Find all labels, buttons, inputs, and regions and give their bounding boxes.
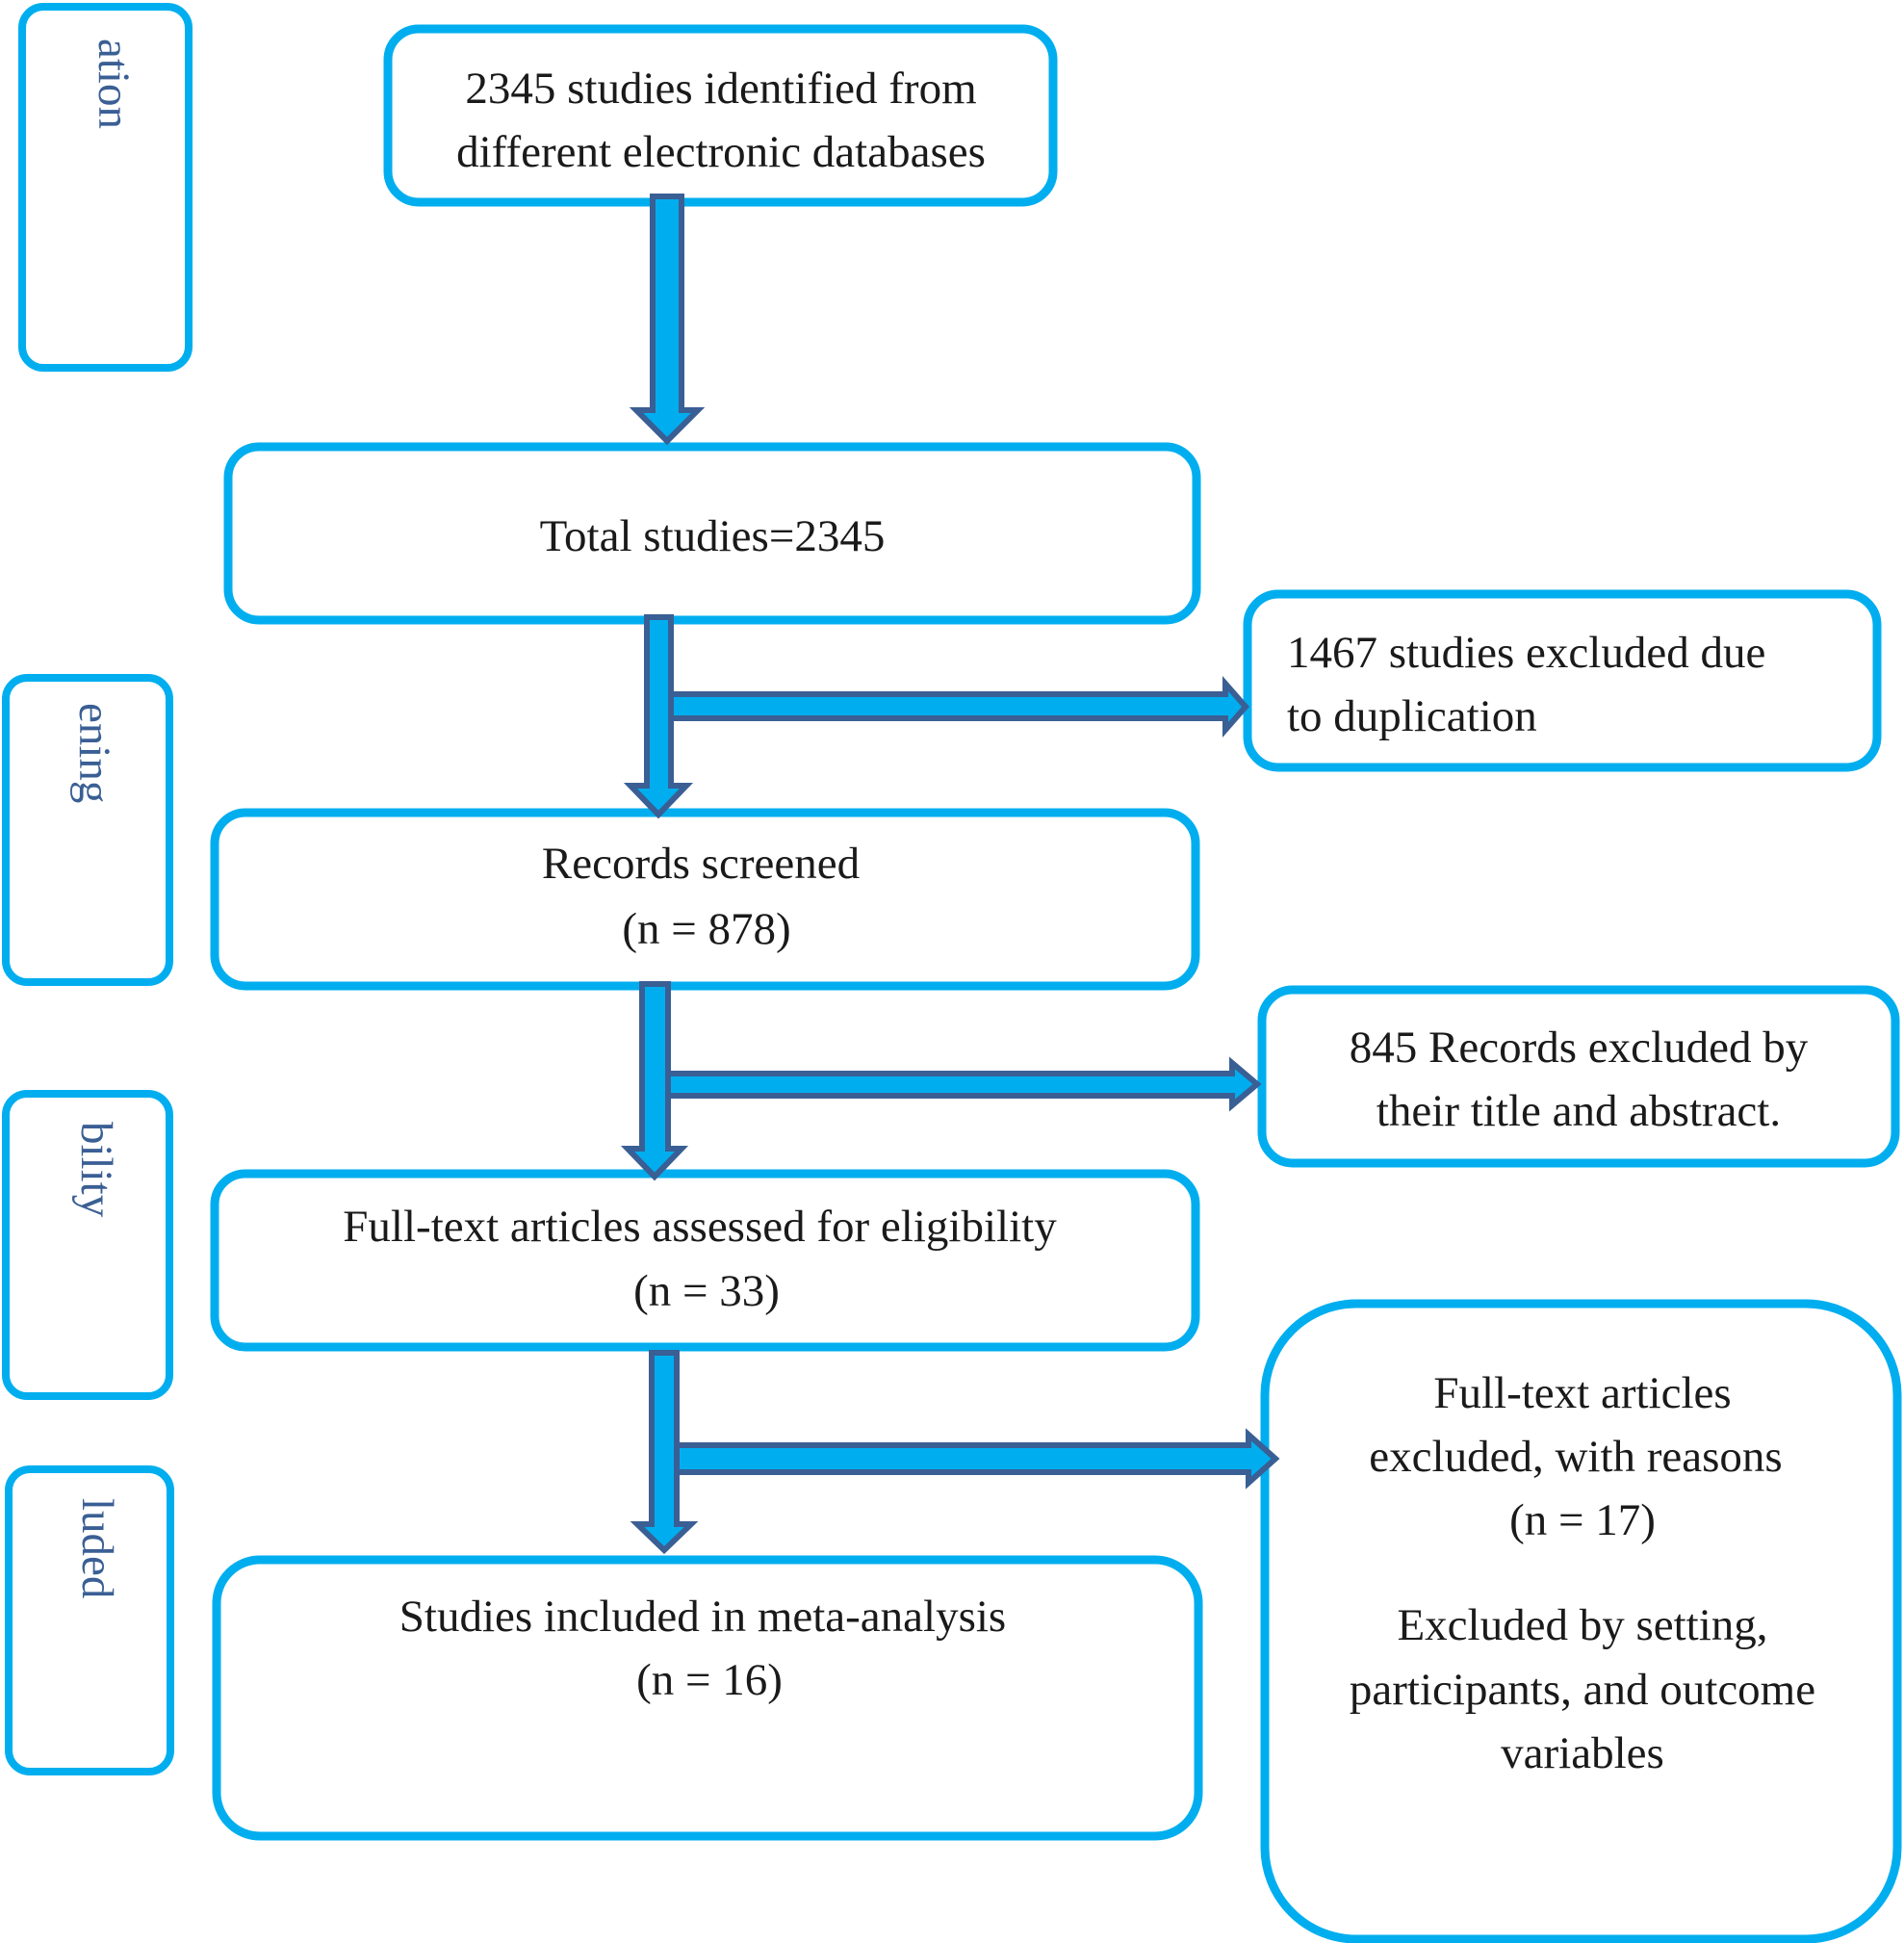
box-frame <box>1243 589 1882 772</box>
stage-label: bility <box>71 1122 121 1218</box>
box-line: to duplication <box>1287 691 1537 741</box>
box-line: Full-text articles assessed for eligibil… <box>343 1202 1057 1252</box>
box-line: 1467 studies excluded due <box>1287 628 1765 678</box>
arrow-down-total-to-screened <box>623 614 694 819</box>
stage-label: ening <box>69 703 119 803</box>
arrow-right-to-excluded-fulltext <box>674 1428 1280 1490</box>
box-identified: 2345 studies identified from different e… <box>383 24 1058 207</box>
box-frame <box>212 1555 1203 1841</box>
box-duplicates: 1467 studies excluded due to duplication <box>1243 589 1882 772</box>
arrow-down-eligibility-to-included <box>630 1350 699 1555</box>
box-line: (n = 17) <box>1509 1495 1656 1545</box>
stage-included: luded <box>5 1465 174 1775</box>
stage-box <box>2 674 173 986</box>
arrow-right-to-duplicates <box>668 676 1249 738</box>
box-frame <box>383 24 1058 207</box>
box-line: Total studies=2345 <box>540 511 886 561</box>
stage-label: ation <box>89 39 139 129</box>
box-frame <box>210 808 1200 991</box>
box-excluded-title: 845 Records excluded by their title and … <box>1257 985 1900 1168</box>
stage-box <box>5 1465 174 1775</box>
box-line: different electronic databases <box>456 127 986 177</box>
box-line: Full-text articles <box>1433 1368 1731 1418</box>
box-line: (n = 16) <box>636 1655 783 1705</box>
box-frame <box>1260 1299 1902 1943</box>
box-frame <box>210 1169 1200 1352</box>
box-total: Total studies=2345 <box>223 442 1201 625</box>
box-eligibility: Full-text articles assessed for eligibil… <box>210 1169 1200 1352</box>
box-included: Studies included in meta-analysis (n = 1… <box>212 1555 1203 1841</box>
arrow-right-to-excluded-title <box>665 1056 1262 1112</box>
box-line: 2345 studies identified from <box>465 64 976 114</box>
box-line: participants, and outcome <box>1350 1665 1815 1715</box>
box-frame <box>223 442 1201 625</box>
box-line: (n = 878) <box>622 904 790 954</box>
box-line: Excluded by setting, <box>1397 1600 1767 1650</box>
stage-box <box>2 1090 173 1400</box>
box-line: Studies included in meta-analysis <box>399 1592 1006 1642</box>
box-line: their title and abstract. <box>1377 1086 1781 1136</box>
box-excluded-fulltext: Full-text articles excluded, with reason… <box>1260 1299 1902 1943</box>
stage-label: luded <box>72 1498 122 1598</box>
box-line: 845 Records excluded by <box>1350 1023 1809 1073</box>
stage-screening: ening <box>2 674 173 986</box>
box-line: variables <box>1501 1728 1664 1778</box>
box-line: excluded, with reasons <box>1369 1432 1782 1482</box>
box-line: Records screened <box>542 839 860 889</box>
arrow-down-screened-to-eligibility <box>620 981 689 1181</box>
box-frame <box>1257 985 1900 1168</box>
stage-eligibility: bility <box>2 1090 173 1400</box>
stage-identification: ation <box>18 3 193 372</box>
arrow-down-identified-to-total <box>629 194 706 446</box>
stage-box <box>18 3 193 372</box>
box-line: (n = 33) <box>633 1266 780 1316</box>
box-screened: Records screened (n = 878) <box>210 808 1200 991</box>
